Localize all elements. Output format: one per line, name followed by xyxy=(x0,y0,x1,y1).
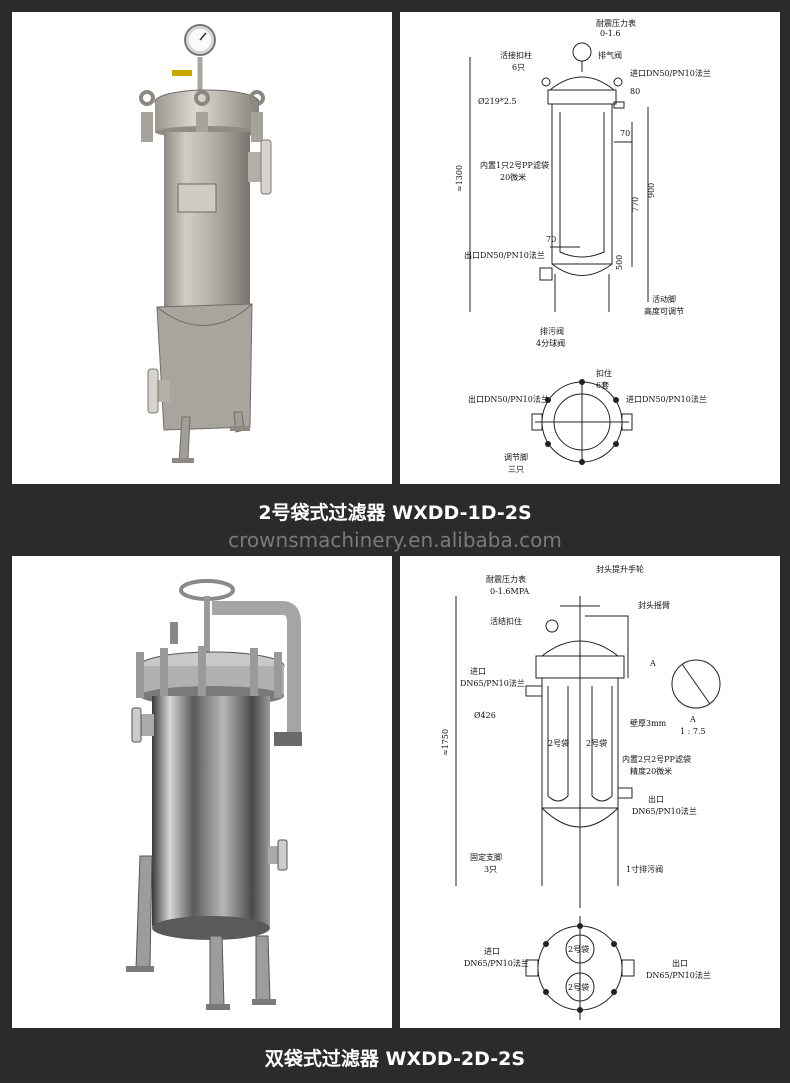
outlet-spec: DN65/PN10法兰 xyxy=(632,806,697,816)
handwheel-label: 封头提升手轮 xyxy=(596,564,644,574)
inlet-spec: DN65/PN10法兰 xyxy=(460,678,525,688)
inlet-top-label: 进口DN50/PN10法兰 xyxy=(630,68,711,78)
bolt-label: 活结扣住 xyxy=(490,616,522,626)
wall-label: 壁厚3mm xyxy=(630,718,667,728)
drain-label: 排污阀 xyxy=(540,326,564,336)
single-bag-drawing-svg: 耐震压力表 0-1.6 排气阀 活接扣柱 6只 进口DN50/PN10法兰 80… xyxy=(455,18,711,474)
double-bag-drawing-svg: 封头提升手轮 耐震压力表 0-1.6MPA 封头摇臂 活结扣住 A 进口 DN6… xyxy=(441,564,721,1020)
caption-double-bag-filter: 双袋式过滤器 WXDD-2D-2S xyxy=(264,1048,526,1070)
gauge-label: 耐震压力表 xyxy=(486,574,526,584)
bag-spec: 20微米 xyxy=(500,172,526,182)
detail-scale: 1 : 7.5 xyxy=(680,727,706,736)
bag-spec: 精度20微米 xyxy=(630,766,672,776)
adj-leg-count: 三只 xyxy=(508,465,524,474)
gauge-range: 0-1.6 xyxy=(600,29,621,38)
gauge-range: 0-1.6MPA xyxy=(490,587,529,596)
plan-outlet-spec: DN65/PN10法兰 xyxy=(646,970,711,980)
outlet-side-label: 出口DN50/PN10法兰 xyxy=(464,250,545,260)
plan-bag-bottom: 2号袋 xyxy=(568,982,589,992)
technical-drawing-double-bag-filter: 封头提升手轮 耐震压力表 0-1.6MPA 封头摇臂 活结扣住 A 进口 DN6… xyxy=(400,556,780,1028)
bolt-label: 活接扣柱 xyxy=(500,50,532,60)
product-photo-single-bag-filter xyxy=(12,12,392,484)
leg-spec: 高度可调节 xyxy=(644,306,684,316)
dim-770: 770 xyxy=(631,197,640,212)
bag-right-label: 2号袋 xyxy=(586,738,607,748)
bag-label: 内置1只2号PP滤袋 xyxy=(480,160,549,170)
dim-500: 500 xyxy=(615,255,624,270)
plan-outlet-label: 出口 xyxy=(672,958,688,968)
single-bag-filter-illustration xyxy=(139,24,272,463)
inlet-label: 进口 xyxy=(470,667,486,676)
plan-outlet-label: 出口DN50/PN10法兰 xyxy=(468,394,549,404)
diameter-label: Ø426 xyxy=(474,711,496,720)
technical-drawing-single-bag-filter: 耐震压力表 0-1.6 排气阀 活接扣柱 6只 进口DN50/PN10法兰 80… xyxy=(400,12,780,484)
outlet-label: 出口 xyxy=(648,794,664,804)
drain-label: 1寸排污阀 xyxy=(626,864,663,874)
plan-inlet-label: 进口DN50/PN10法兰 xyxy=(626,394,707,404)
drain-spec: 4分球阀 xyxy=(536,338,565,348)
watermark: crownsmachinery.en.alibaba.com xyxy=(228,528,562,552)
dim-70b: 70 xyxy=(546,235,556,244)
clamp-label: 扣住 xyxy=(596,368,612,378)
plan-inlet-label: 进口 xyxy=(484,947,500,956)
double-bag-filter-illustration xyxy=(126,579,302,1010)
dim-1750: ≈1750 xyxy=(441,729,450,756)
dim-1300: ≈1300 xyxy=(455,165,464,192)
dim-80: 80 xyxy=(630,87,640,96)
leg-label: 固定支脚 xyxy=(470,852,502,862)
diameter-label: Ø219*2.5 xyxy=(478,97,517,106)
marker-a: A xyxy=(649,659,656,668)
vent-label: 排气阀 xyxy=(598,50,622,60)
bag-left-label: 2号袋 xyxy=(548,738,569,748)
gauge-label: 耐震压力表 xyxy=(596,18,636,28)
bag-label: 内置2只2号PP滤袋 xyxy=(622,754,691,764)
clamp-count: 6套 xyxy=(596,380,609,390)
dim-900: 900 xyxy=(647,183,656,198)
dim-70a: 70 xyxy=(620,129,630,138)
leg-label: 活动脚 xyxy=(652,294,676,304)
bolt-count: 6只 xyxy=(512,63,525,72)
leg-count: 3只 xyxy=(484,865,497,874)
adj-leg-label: 调节脚 xyxy=(504,452,528,462)
arm-label: 封头摇臂 xyxy=(638,600,670,610)
detail-label: A xyxy=(689,715,696,724)
caption-single-bag-filter: 2号袋式过滤器 WXDD-1D-2S xyxy=(258,502,532,524)
plan-bag-top: 2号袋 xyxy=(568,944,589,954)
product-photo-double-bag-filter xyxy=(12,556,392,1028)
plan-inlet-spec: DN65/PN10法兰 xyxy=(464,958,529,968)
